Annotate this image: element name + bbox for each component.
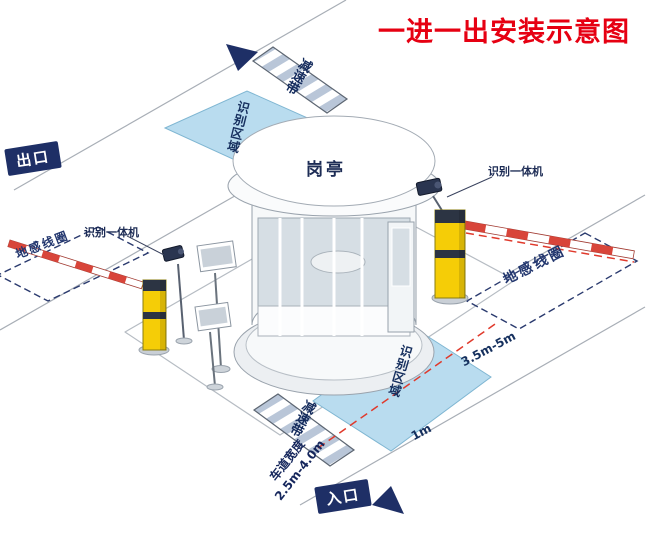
- recognition-camera-right-label: 识别一体机: [488, 165, 543, 178]
- barrier-gate-left: [7, 239, 170, 356]
- arm-guide-dashed: [465, 232, 635, 263]
- recognition-camera-left-icon: [161, 245, 193, 345]
- sign-screen: [198, 306, 228, 327]
- guard-booth: [227, 115, 441, 396]
- entrance-direction-arrow-icon: [372, 486, 404, 514]
- exit-lane-edge-inner: [0, 192, 241, 331]
- recognition-camera-left-label: 识别一体机: [84, 226, 139, 239]
- recognition-camera-right-icon: [415, 177, 444, 213]
- lane-centerline-dashed: [317, 321, 499, 449]
- exit-lane-edge-outer: [13, 0, 347, 191]
- booth-roof-dome: [232, 115, 436, 207]
- exit-direction-arrow-icon: [226, 44, 258, 71]
- guard-booth-label: 岗亭: [306, 160, 346, 180]
- ground-coil-left: [0, 226, 150, 302]
- speed-bump-top: [251, 46, 349, 114]
- sign-screen: [200, 245, 233, 268]
- entry-lane-edge-outer: [299, 306, 646, 506]
- sign-board-2: [194, 301, 232, 391]
- speed-bump-bottom: [252, 393, 356, 467]
- booth-table: [310, 250, 366, 274]
- booth-mullions: [278, 218, 364, 336]
- sign-board-1: [196, 240, 237, 373]
- diagram-title: 一进一出安装示意图: [378, 17, 630, 48]
- leader-line-left: [126, 235, 165, 256]
- barrier-arm-left: [7, 239, 145, 290]
- booth-door-window: [391, 227, 411, 287]
- barrier-gate-right: [431, 209, 635, 305]
- leader-line-right: [446, 176, 493, 198]
